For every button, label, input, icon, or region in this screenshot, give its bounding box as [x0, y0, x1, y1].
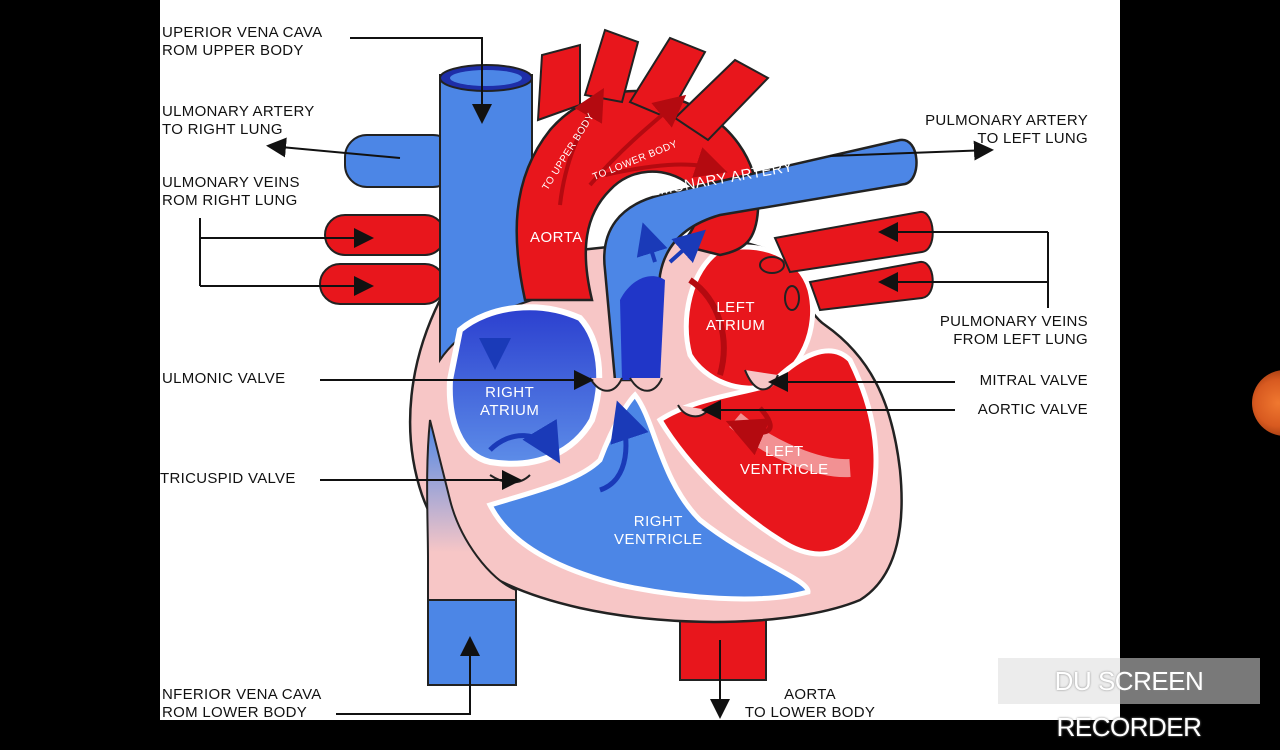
inner-label-right-atrium: RIGHT ATRIUM	[480, 384, 540, 419]
label-tricuspid-valve: TRICUSPID VALVE	[160, 470, 296, 487]
heart-illustration	[199, 28, 1049, 719]
leader-lines	[199, 37, 1049, 719]
right-ventricle	[486, 391, 811, 602]
label-superior-vena-cava: UPERIOR VENA CAVA ROM UPPER BODY	[162, 24, 323, 59]
label-pulmonary-artery-right: ULMONARY ARTERY TO RIGHT LUNG	[162, 103, 315, 138]
inner-label-right-ventricle: RIGHT VENTRICLE	[614, 513, 703, 548]
recorder-watermark: DU SCREEN RECORDER	[998, 658, 1260, 742]
vena-cava	[426, 64, 533, 686]
label-aortic-valve: AORTIC VALVE	[977, 401, 1088, 418]
label-pulmonary-artery-left: PULMONARY ARTERY TO LEFT LUNG	[925, 112, 1088, 147]
pulmonary-artery-right-branch	[344, 134, 456, 188]
label-mitral-valve: MITRAL VALVE	[979, 372, 1088, 389]
heart-diagram-canvas: UPERIOR VENA CAVA ROM UPPER BODY ULMONAR…	[160, 0, 1120, 720]
flow-arrows	[479, 338, 773, 493]
label-pulmonary-veins-left: PULMONARY VEINS FROM LEFT LUNG	[939, 313, 1088, 348]
label-pulmonary-veins-right: ULMONARY VEINS ROM RIGHT LUNG	[162, 174, 300, 209]
inner-label-left-atrium: LEFT ATRIUM	[706, 299, 766, 334]
inner-label-left-ventricle: LEFT VENTRICLE	[740, 443, 829, 478]
pulmonary-artery	[603, 138, 918, 382]
pulmonary-veins-right	[319, 214, 446, 305]
recorder-record-button[interactable]	[1252, 370, 1280, 436]
label-inferior-vena-cava: NFERIOR VENA CAVA ROM LOWER BODY	[162, 686, 322, 720]
label-aorta-lower: AORTA TO LOWER BODY	[744, 686, 876, 720]
inner-label-aorta: AORTA	[530, 229, 583, 246]
label-pulmonic-valve: ULMONIC VALVE	[162, 370, 286, 387]
